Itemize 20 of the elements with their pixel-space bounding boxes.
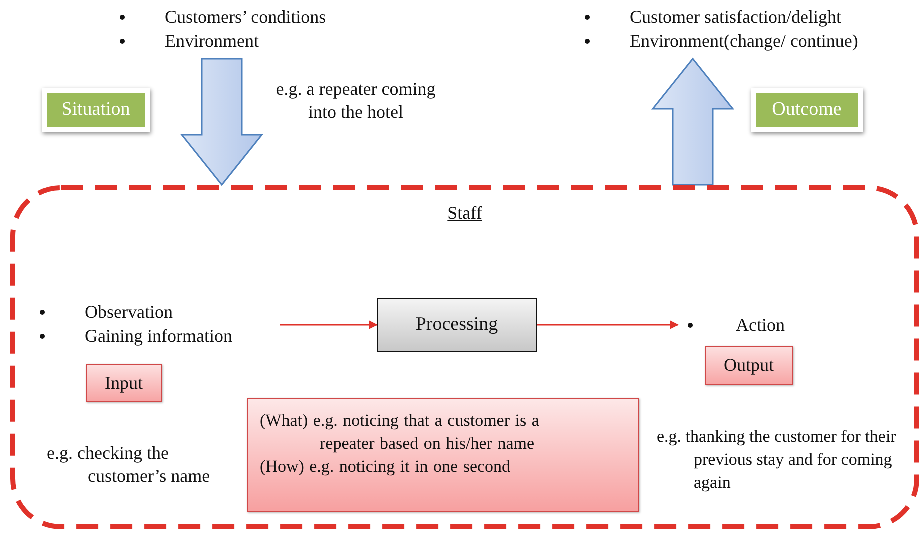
list-item: Gaining information xyxy=(85,326,232,346)
list-item: Observation xyxy=(85,302,173,322)
list-item: Customer satisfaction/delight xyxy=(630,6,842,28)
arrow xyxy=(537,320,679,330)
example-note: e.g. thanking the customer for their previous stay and for coming again xyxy=(657,426,898,494)
list-item: Customers’ conditions xyxy=(165,6,326,28)
group-title: Staff xyxy=(446,203,484,224)
list-item: Environment(change/ continue) xyxy=(630,30,858,52)
example-text: (What) e.g. noticing that a customer is a repeater based on his/her name xyxy=(260,410,540,455)
list-item: Environment xyxy=(165,30,259,52)
process-box: Processing xyxy=(377,298,537,352)
example-box xyxy=(247,398,639,512)
tag-box: Input xyxy=(86,364,162,402)
list-item: Action xyxy=(736,314,785,336)
example-text: (How) e.g. noticing it in one second xyxy=(260,456,512,478)
arrow xyxy=(280,320,378,330)
tag-box: Output xyxy=(705,346,793,385)
example-note: e.g. checking the customer’s name xyxy=(47,442,212,488)
block-arrow xyxy=(651,58,735,186)
block-arrow xyxy=(180,58,264,186)
